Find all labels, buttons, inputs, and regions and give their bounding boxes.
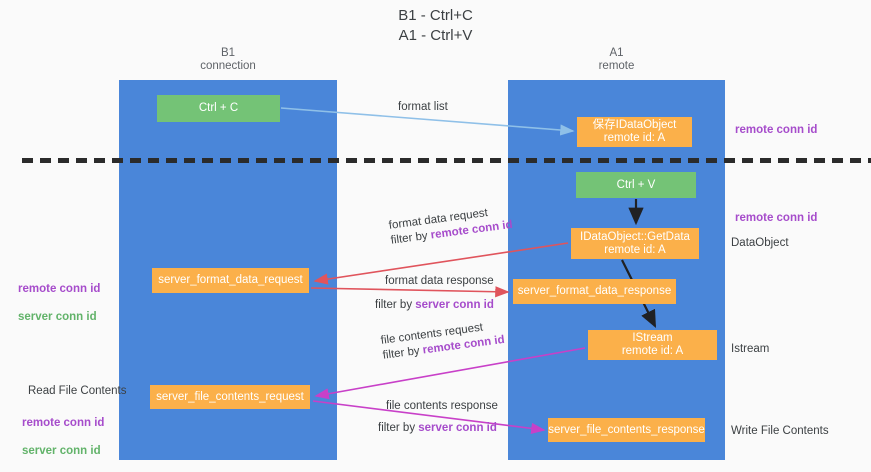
filter-by-text: filter by <box>378 422 419 434</box>
node-idataobject-getdata[interactable]: IDataObject::GetData remote id: A <box>571 228 699 259</box>
server-conn-id-text: server conn id <box>415 299 494 311</box>
caption-format-data-response-filter: filter by server conn id <box>375 298 494 313</box>
dashed-divider <box>22 158 871 163</box>
label-left-conn-ids-top: remote conn id server conn id <box>18 268 100 338</box>
node-istream[interactable]: IStream remote id: A <box>588 330 717 360</box>
label-left-conn-ids-bottom: remote conn id server conn id <box>22 402 104 472</box>
node-save-idataobject[interactable]: 保存IDataObject remote id: A <box>577 117 692 147</box>
page-title: B1 - Ctrl+C A1 - Ctrl+V <box>398 7 473 44</box>
filter-by-text: filter by <box>375 299 416 311</box>
node-server-file-contents-request[interactable]: server_file_contents_request <box>150 385 310 409</box>
caption-file-contents-response-filter: filter by server conn id <box>378 421 497 436</box>
node-server-format-data-request[interactable]: server_format_data_request <box>152 268 309 293</box>
label-remote-conn-id-top: remote conn id <box>735 124 818 136</box>
filter-by-text: filter by <box>382 344 424 362</box>
label-read-file-contents: Read File Contents <box>28 385 127 397</box>
column-header-a1: A1 remote <box>598 47 635 72</box>
filter-by-text: filter by <box>390 229 432 247</box>
server-conn-id-text: server conn id <box>418 422 497 434</box>
label-dataobject: DataObject <box>731 237 789 249</box>
node-ctrl-c[interactable]: Ctrl + C <box>157 95 280 122</box>
label-write-file-contents: Write File Contents <box>731 425 829 437</box>
label-left-server-conn-id: server conn id <box>18 311 97 323</box>
label-left-remote-conn-id-2: remote conn id <box>22 417 105 429</box>
label-left-server-conn-id-2: server conn id <box>22 445 101 457</box>
caption-format-list: format list <box>398 101 448 113</box>
column-header-b1: B1 connection <box>200 47 256 72</box>
node-ctrl-v[interactable]: Ctrl + V <box>576 172 696 198</box>
label-left-remote-conn-id: remote conn id <box>18 283 101 295</box>
caption-format-data-request: format data request filter by remote con… <box>388 203 514 249</box>
caption-format-data-response: format data response <box>385 275 494 287</box>
caption-file-contents-request: file contents request filter by remote c… <box>380 318 506 364</box>
node-server-format-data-response[interactable]: server_format_data_response <box>513 279 676 304</box>
node-server-file-contents-response[interactable]: server_file_contents_response <box>548 418 705 442</box>
caption-file-contents-response: file contents response <box>386 400 498 412</box>
label-istream: Istream <box>731 343 770 355</box>
label-remote-conn-id-mid: remote conn id <box>735 212 818 224</box>
